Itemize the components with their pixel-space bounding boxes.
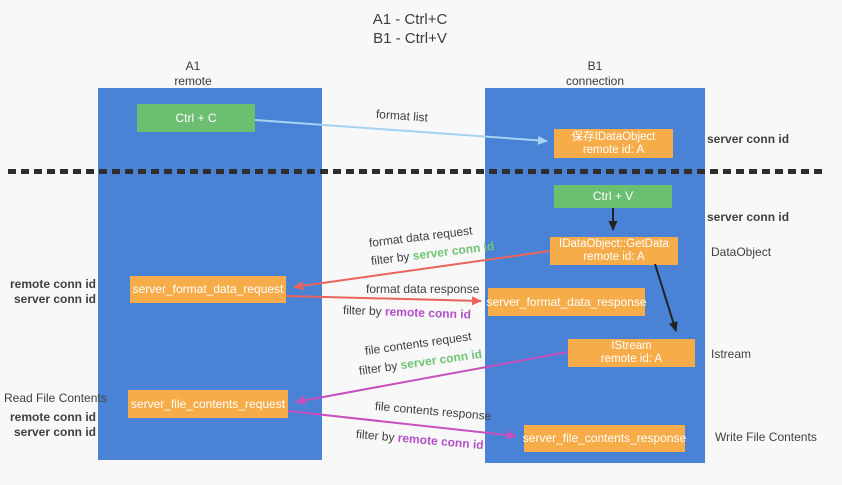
read-file-contents-label: Read File Contents	[4, 391, 107, 405]
format-response-label: server_format_data_response	[486, 294, 647, 309]
server-conn-id-label-mid-right: server conn id	[707, 210, 790, 224]
format-request-label: server_format_data_request	[132, 282, 284, 296]
server-conn-id-label-top-right: server conn id	[707, 132, 790, 146]
dataobject-label: DataObject	[711, 245, 772, 259]
remote-conn-id-label-bottom-left: remote conn id	[9, 410, 96, 424]
istream-line2: remote id: A	[600, 353, 663, 365]
getdata-line2: remote id: A	[583, 251, 645, 263]
format-list-label: format list	[375, 107, 429, 125]
file-contents-response-label: file contents response	[374, 399, 492, 424]
filter-by-text: filter by	[355, 427, 399, 445]
istream-node: IStream remote id: A	[568, 339, 695, 367]
server-format-data-response-node: server_format_data_response	[486, 288, 647, 316]
remote-conn-id-text: remote conn id	[384, 304, 472, 322]
session-separator-dotted-line	[8, 169, 824, 174]
title-line-1: A1 - Ctrl+C	[372, 11, 448, 28]
file-contents-response-filter-label: filter by remote conn id	[355, 427, 484, 452]
save-idataobject-node: 保存IDataObject remote id: A	[554, 129, 673, 158]
write-file-contents-label: Write File Contents	[715, 430, 817, 444]
remote-conn-id-text: remote conn id	[397, 430, 485, 453]
istream-line1: IStream	[611, 340, 652, 352]
server-format-data-request-node: server_format_data_request	[130, 276, 286, 303]
title-line-2: B1 - Ctrl+V	[373, 30, 447, 47]
lane-a1-role: remote	[174, 74, 212, 88]
idataobject-getdata-node: IDataObject::GetData remote id: A	[550, 237, 678, 265]
save-idataobject-line2: remote id: A	[582, 143, 645, 156]
ctrl-v-label: Ctrl + V	[592, 189, 634, 203]
file-request-label: server_file_contents_request	[130, 396, 286, 411]
server-file-contents-request-node: server_file_contents_request	[128, 390, 288, 418]
ctrl-c-node: Ctrl + C	[137, 104, 255, 132]
remote-conn-id-label-mid-left: remote conn id	[9, 277, 96, 291]
getdata-line1: IDataObject::GetData	[559, 238, 669, 250]
format-data-response-filter-label: filter by remote conn id	[343, 303, 471, 321]
save-idataobject-line1: 保存IDataObject	[571, 130, 656, 143]
diagram-title: A1 - Ctrl+C B1 - Ctrl+V	[300, 10, 520, 48]
file-response-label: server_file_contents_response	[522, 431, 687, 445]
lane-header-b1-connection: B1 connection	[485, 59, 705, 89]
filter-by-text: filter by	[342, 303, 386, 319]
filter-by-text: filter by	[358, 358, 402, 378]
lane-b1-name: B1	[587, 59, 603, 73]
lane-a1-name: A1	[185, 59, 201, 73]
lane-b1-role: connection	[565, 74, 625, 88]
server-conn-id-label-mid-left: server conn id	[13, 292, 96, 306]
filter-by-text: filter by	[370, 248, 414, 268]
server-conn-id-label-bottom-left: server conn id	[13, 425, 96, 439]
format-data-response-label: format data response	[366, 282, 480, 296]
ctrl-v-node: Ctrl + V	[554, 185, 672, 208]
ctrl-c-label: Ctrl + C	[175, 110, 217, 125]
istream-side-label: Istream	[711, 347, 752, 361]
lane-header-a1-remote: A1 remote	[103, 59, 283, 89]
server-file-contents-response-node: server_file_contents_response	[522, 425, 687, 452]
